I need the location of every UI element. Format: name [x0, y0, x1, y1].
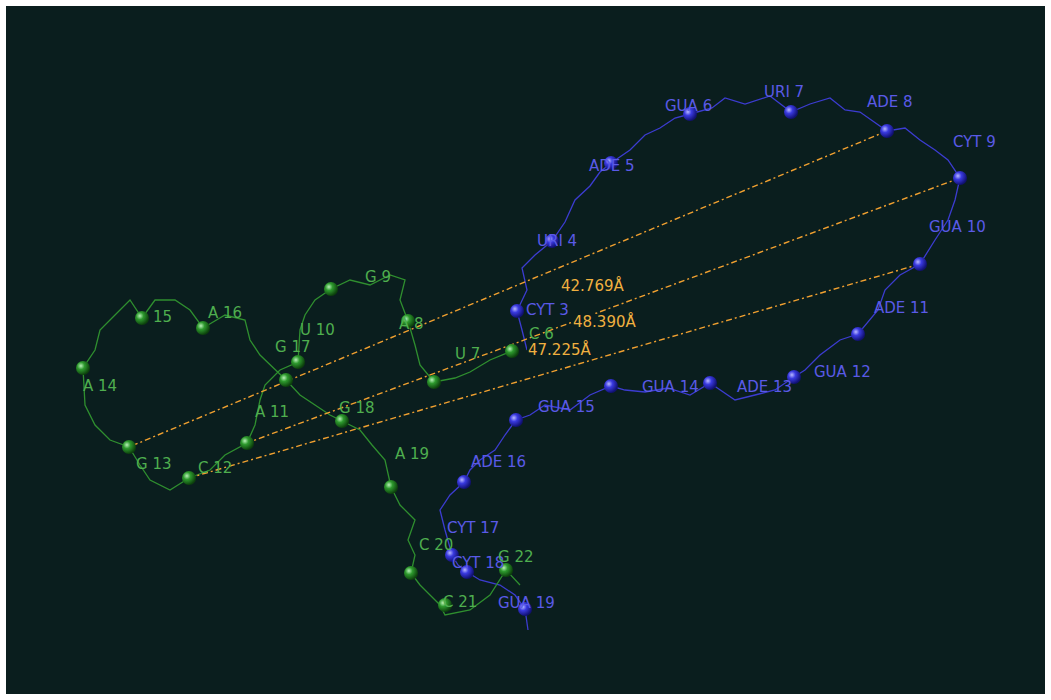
blue-atoms [445, 105, 967, 616]
residue-label: GUA 10 [928, 219, 987, 236]
residue-label: GUA 15 [537, 399, 596, 416]
residue-label: ADE 16 [470, 454, 527, 471]
residue-label: CYT 18 [451, 555, 505, 572]
residue-label: A 16 [207, 305, 243, 322]
residue-label: C 12 [197, 460, 233, 477]
residue-label: GUA 12 [813, 364, 872, 381]
residue-label: CYT 17 [446, 520, 500, 537]
residue-label: GUA 14 [641, 379, 700, 396]
residue-label: C 21 [442, 594, 478, 611]
residue-label: G 18 [338, 400, 375, 417]
residue-label: C 6 [528, 326, 555, 343]
distance-lines [129, 131, 960, 478]
residue-label: A 8 [398, 316, 425, 333]
residue-label: ADE 5 [588, 158, 636, 175]
residue-label: G 22 [497, 549, 534, 566]
residue-label: URI 7 [763, 84, 805, 101]
residue-label: ADE 11 [873, 300, 930, 317]
residue-label: C 20 [418, 537, 454, 554]
blue-backbone [440, 96, 960, 630]
residue-label: URI 4 [536, 233, 578, 250]
residue-label: CYT 9 [952, 134, 997, 151]
residue-label: ADE 8 [866, 94, 914, 111]
residue-label: GUA 19 [497, 595, 556, 612]
distance-label: 42.769Å [560, 278, 625, 295]
residue-label: G 9 [364, 269, 392, 286]
residue-label: 15 [152, 309, 173, 326]
residue-label: CYT 3 [525, 302, 570, 319]
green-atoms [76, 282, 519, 612]
distance-label: 47.225Å [527, 342, 592, 359]
residue-label: ADE 13 [736, 379, 793, 396]
distance-label: 48.390Å [572, 314, 637, 331]
residue-label: A 11 [254, 404, 290, 421]
residue-label: U 10 [299, 322, 336, 339]
residue-label: A 14 [82, 378, 118, 395]
residue-label: A 19 [394, 446, 430, 463]
residue-label: G 13 [135, 456, 172, 473]
residue-label: G 17 [274, 339, 311, 356]
residue-label: U 7 [454, 346, 481, 363]
viewer-background: CYT 3 URI 4 ADE 5 GUA 6 URI 7 ADE 8 CYT 9 GUA 1… [6, 6, 1045, 694]
residue-label: GUA 6 [664, 98, 713, 115]
